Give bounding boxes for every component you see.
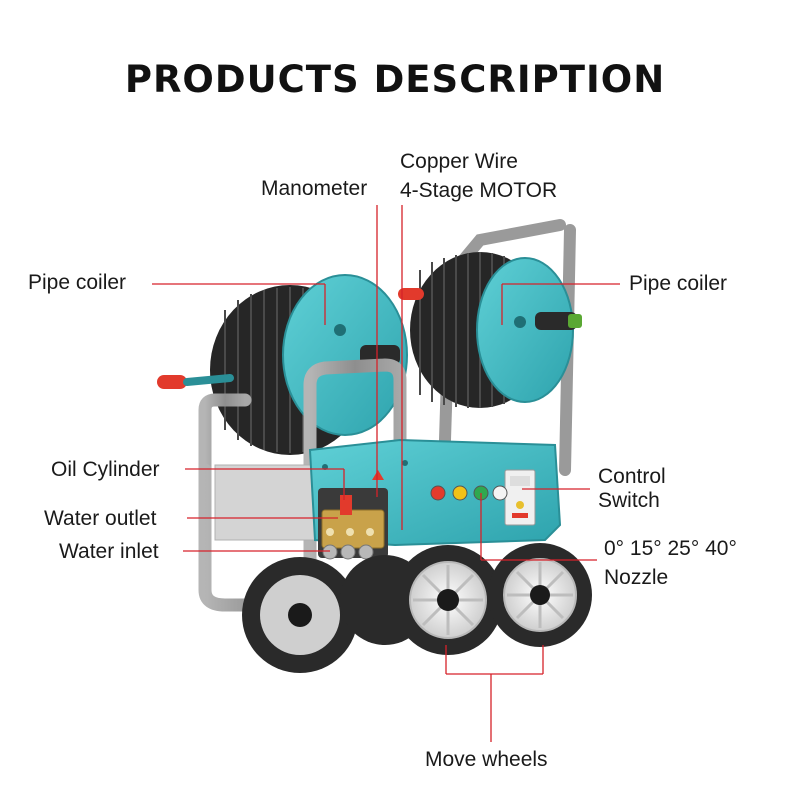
control-box [504,469,536,526]
front-wheels [393,543,592,655]
label-manometer: Manometer [261,177,368,200]
nozzle-set [430,485,508,501]
label-nozzle-angles: 0° 15° 25° 40° [604,537,737,560]
label-copper-wire: Copper Wire [400,150,518,173]
pump-block [318,470,388,560]
label-water-outlet: Water outlet [44,507,157,530]
leader-lines [152,205,620,742]
side-panel [214,464,316,541]
label-switch: Switch [598,489,660,512]
right-pipe-coiler [398,252,582,408]
label-motor: 4-Stage MOTOR [400,179,558,202]
page-title: PRODUCTS DESCRIPTION [124,58,666,101]
rear-wheels [242,555,430,673]
label-water-inlet: Water inlet [59,540,159,563]
label-pipe-coiler-right: Pipe coiler [629,272,728,295]
label-pipe-coiler-left: Pipe coiler [28,271,127,294]
label-nozzle: Nozzle [604,566,669,589]
front-frame [198,358,407,612]
label-control: Control [598,465,666,488]
label-oil-cylinder: Oil Cylinder [51,458,160,481]
label-move-wheels: Move wheels [425,748,548,771]
